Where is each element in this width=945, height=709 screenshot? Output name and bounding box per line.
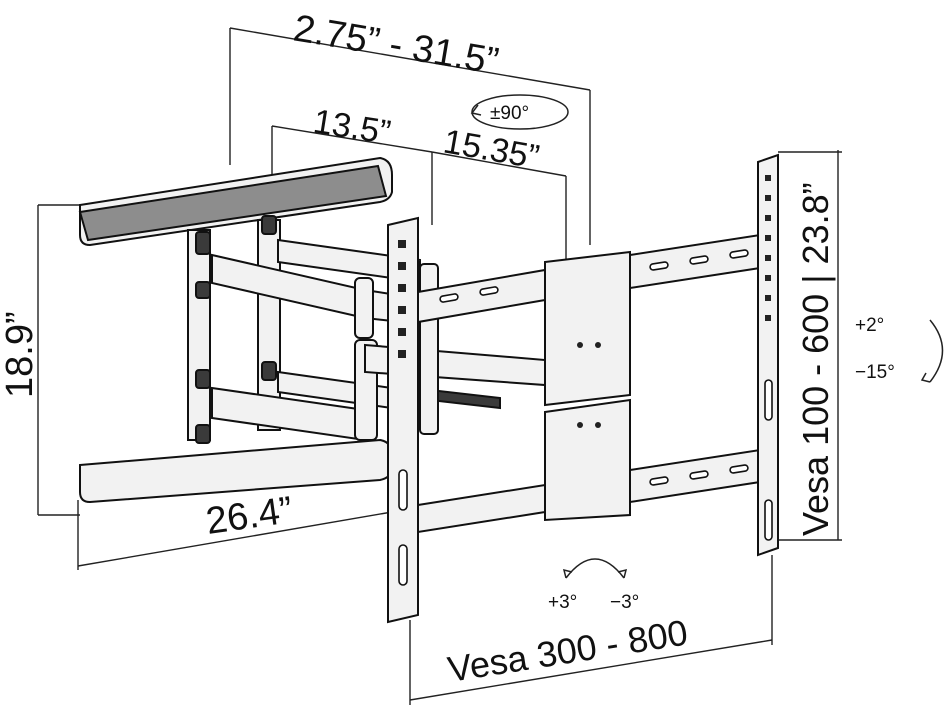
arm-segment-1-label: 13.5” <box>311 102 393 152</box>
tilt-up-label: +2° <box>855 315 884 336</box>
vesa-horizontal-label: Vesa 300 - 800 <box>445 612 691 690</box>
level-plus-label: +3° <box>548 592 577 613</box>
tv-horizontal-arms <box>417 233 761 534</box>
wall-plate-height-label: 18.9” <box>0 311 41 398</box>
arm-extension-label: 2.75” - 31.5” <box>291 7 502 83</box>
swivel-arrow-icon <box>470 94 569 130</box>
level-arrow-icon <box>562 558 628 579</box>
tilt-down-label: −15° <box>855 362 895 383</box>
swivel-label: ±90° <box>490 103 529 124</box>
wall-plate <box>78 156 393 504</box>
wall-plate-width-label: 26.4” <box>203 489 295 543</box>
tv-vertical-plate <box>757 153 779 557</box>
dimension-lines <box>37 27 842 705</box>
arm-vertical-plate <box>387 216 439 624</box>
arm-segment-2-label: 15.35” <box>441 122 543 176</box>
tilt-arrow-icon <box>920 319 944 383</box>
center-tilt-plate <box>544 250 631 522</box>
level-minus-label: −3° <box>610 592 639 613</box>
vesa-vertical-label: Vesa 100 - 600 | 23.8” <box>795 182 836 536</box>
